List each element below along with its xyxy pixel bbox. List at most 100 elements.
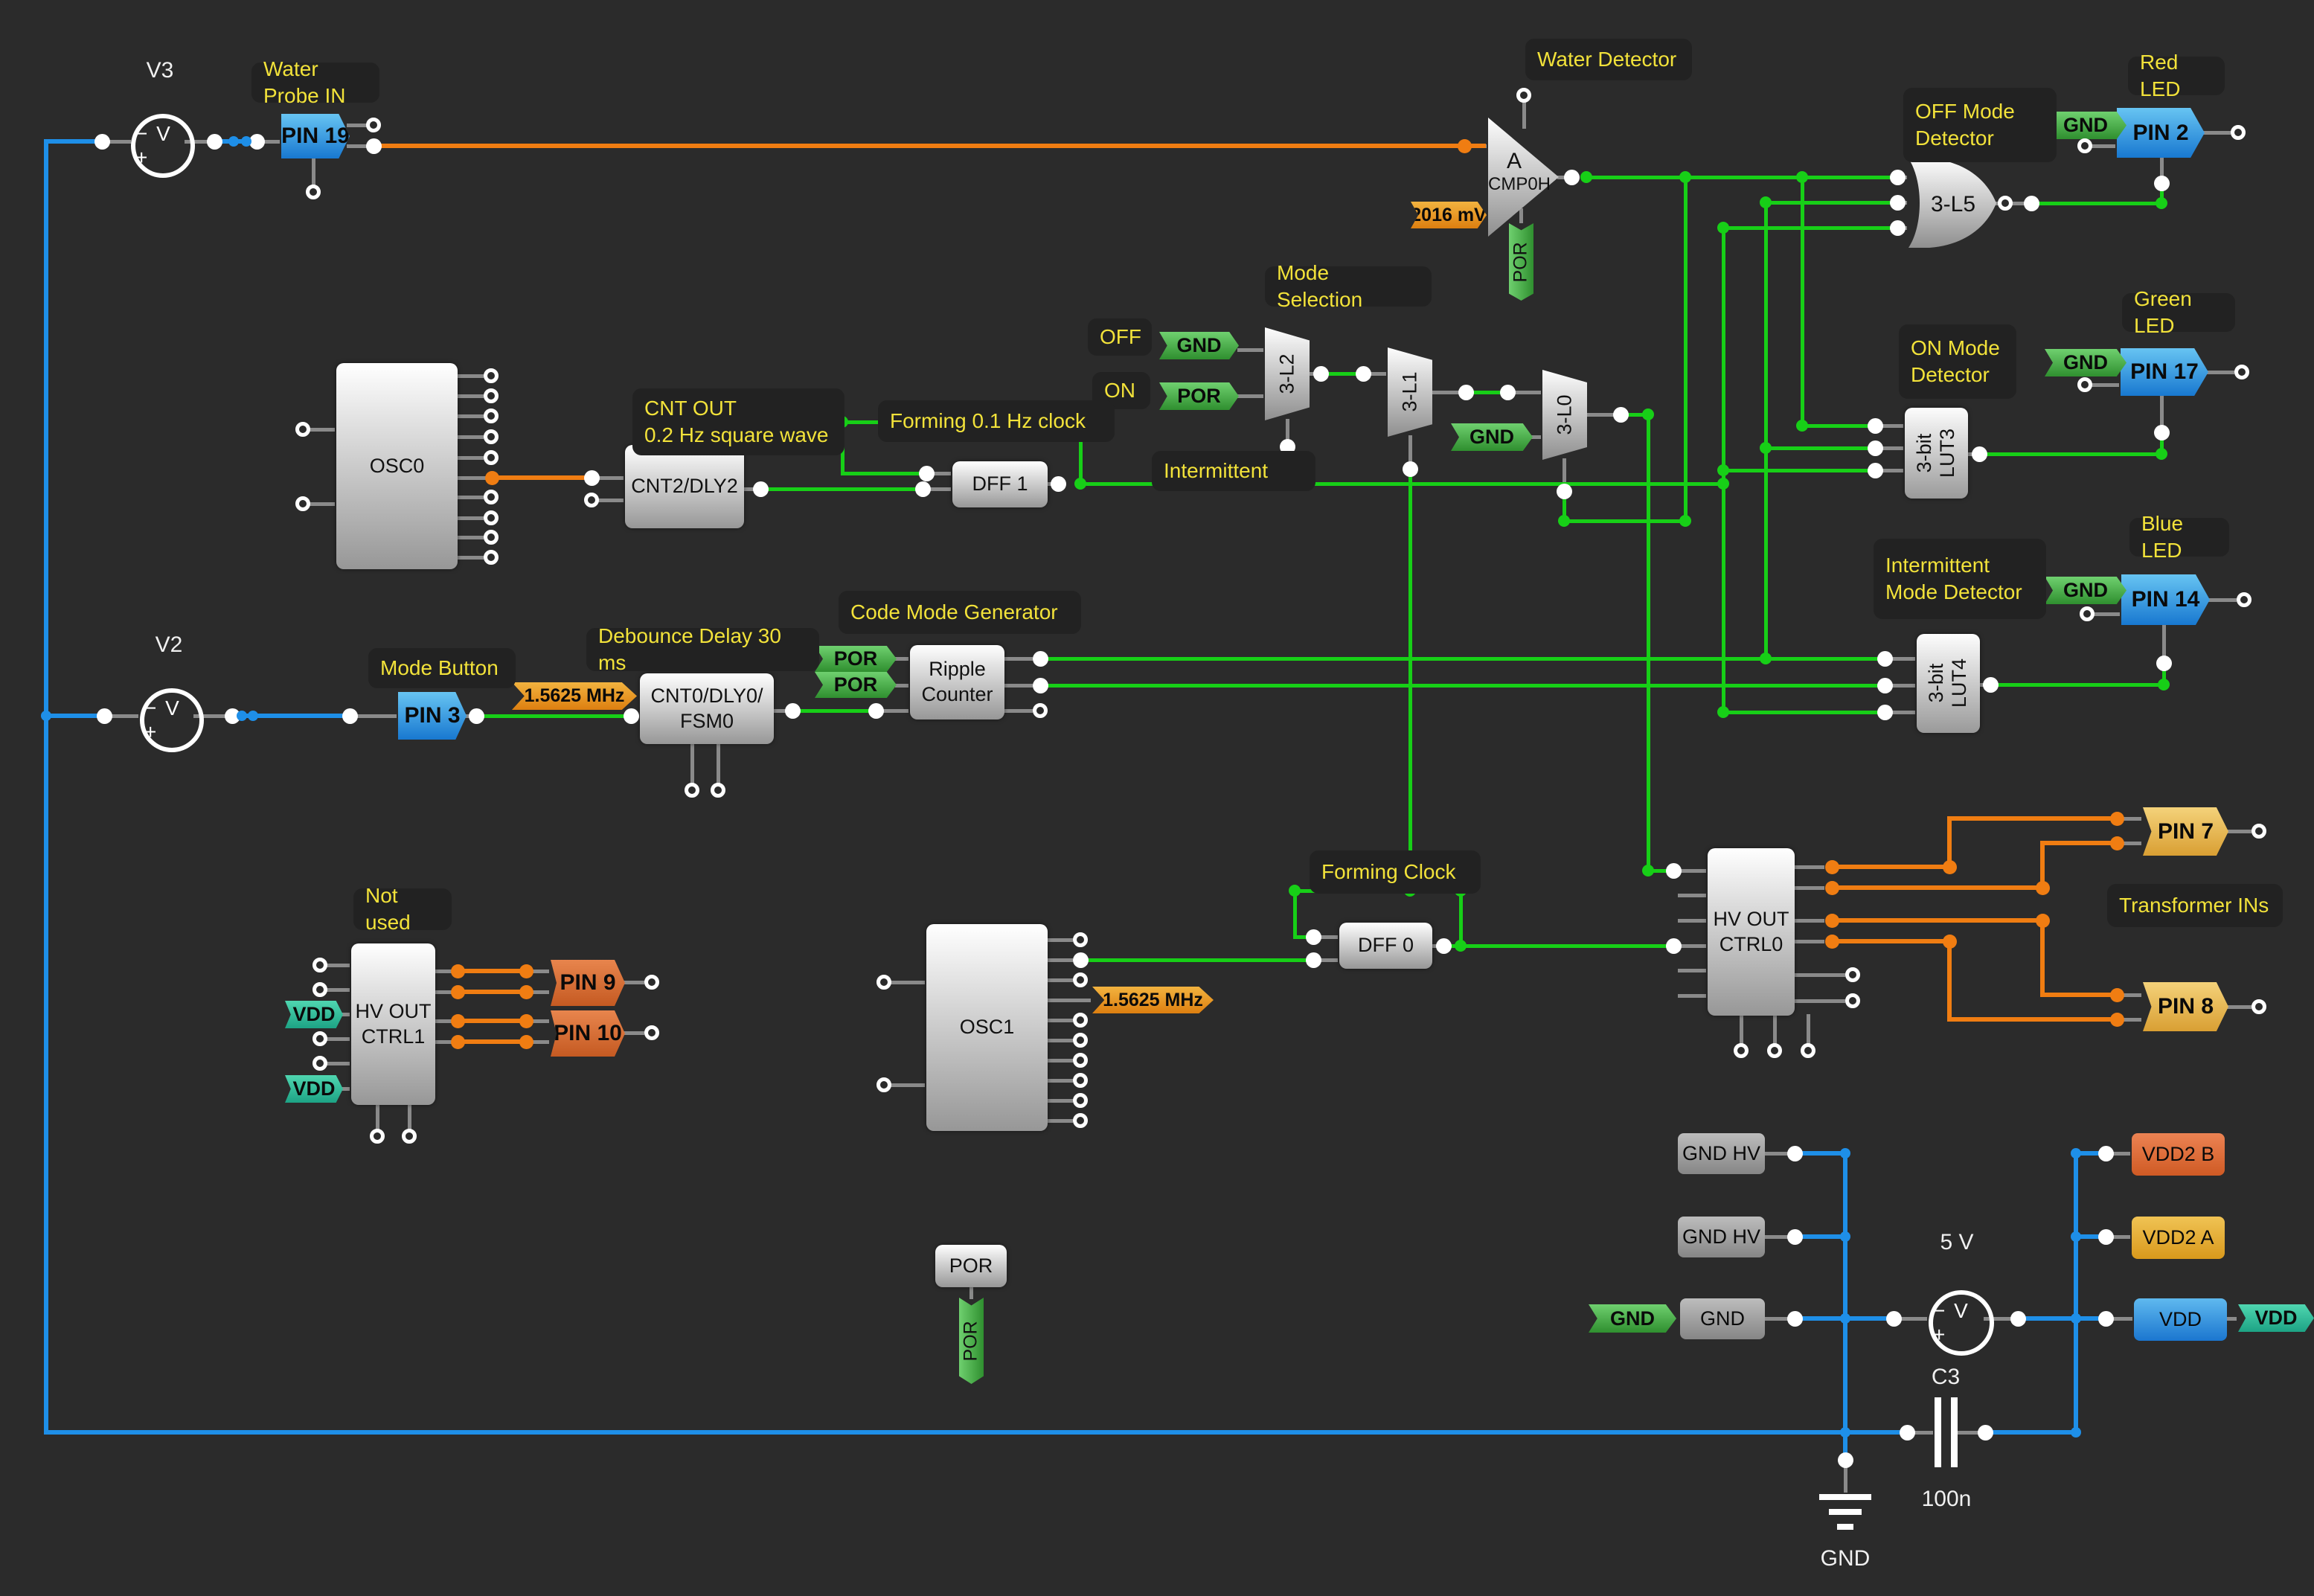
wire[interactable] xyxy=(1763,1316,1793,1321)
wire[interactable] xyxy=(2109,1316,2132,1321)
wire[interactable] xyxy=(1318,371,1362,376)
wire[interactable] xyxy=(2159,394,2164,431)
wire[interactable] xyxy=(324,987,350,992)
wire[interactable] xyxy=(1843,1464,1847,1493)
wire[interactable] xyxy=(1800,423,1874,428)
vdd2b-box[interactable]: VDD2 B xyxy=(2132,1133,2225,1176)
wire[interactable] xyxy=(1237,394,1263,398)
wire[interactable] xyxy=(371,144,1486,148)
wire[interactable] xyxy=(1045,1038,1073,1042)
wire[interactable] xyxy=(1739,1013,1743,1044)
gnd-flag-3l0[interactable]: GND xyxy=(1451,423,1533,451)
wire[interactable] xyxy=(251,139,280,144)
wire[interactable] xyxy=(879,708,908,713)
capacitor-c3[interactable] xyxy=(1935,1397,1941,1467)
por-ribbon-por-block[interactable]: POR xyxy=(959,1298,984,1384)
gnd-box[interactable]: GND xyxy=(1680,1298,1765,1339)
wire[interactable] xyxy=(1677,918,1706,923)
wire[interactable] xyxy=(2040,841,2045,885)
wire[interactable] xyxy=(1618,412,1647,417)
wire[interactable] xyxy=(1646,412,1650,869)
wire[interactable] xyxy=(433,969,456,973)
wire[interactable] xyxy=(1792,1151,1843,1156)
wire[interactable] xyxy=(1792,939,1824,943)
por-ribbon-cmp0h[interactable]: POR xyxy=(1509,223,1533,301)
wire[interactable] xyxy=(1983,1430,2074,1435)
wire[interactable] xyxy=(969,1285,973,1299)
wire[interactable] xyxy=(44,139,100,144)
wire[interactable] xyxy=(1683,175,1688,519)
wire[interactable] xyxy=(894,656,908,661)
wire[interactable] xyxy=(595,498,624,502)
wire[interactable] xyxy=(1237,347,1263,352)
wire[interactable] xyxy=(193,714,228,718)
wire[interactable] xyxy=(1045,998,1091,1002)
wire[interactable] xyxy=(2159,181,2164,202)
wire[interactable] xyxy=(524,1019,549,1023)
wire[interactable] xyxy=(1557,175,1570,179)
wire[interactable] xyxy=(1911,1430,1933,1435)
wire[interactable] xyxy=(1830,918,2040,923)
wire[interactable] xyxy=(2016,1316,2103,1321)
wire[interactable] xyxy=(888,1083,925,1087)
tag-15625mhz-osc1[interactable]: 1.5625 MHz xyxy=(1092,987,1214,1013)
wire[interactable] xyxy=(1562,489,1566,519)
wire[interactable] xyxy=(1873,446,1903,450)
wire[interactable] xyxy=(1955,1430,1984,1435)
wire[interactable] xyxy=(1285,418,1289,445)
wire[interactable] xyxy=(888,980,925,984)
wire[interactable] xyxy=(1078,958,1312,962)
wire[interactable] xyxy=(1677,968,1706,972)
label-intermittent[interactable]: Intermittent xyxy=(1152,451,1315,491)
gnd-hv-box-2[interactable]: GND HV xyxy=(1678,1217,1765,1257)
tag-2016mv[interactable]: 2016 mV xyxy=(1411,202,1487,228)
wire[interactable] xyxy=(1772,1013,1777,1044)
wire[interactable] xyxy=(1045,1058,1073,1063)
block-dff0[interactable]: DFF 0 xyxy=(1339,923,1432,969)
block-cnt0-dly0-fsm0[interactable]: CNT0/DLY0/FSM0 xyxy=(640,673,774,744)
wire[interactable] xyxy=(375,1103,379,1129)
wire[interactable] xyxy=(2159,430,2164,452)
por-flag-ripple1[interactable]: POR xyxy=(815,646,897,672)
wire[interactable] xyxy=(1988,682,2162,687)
wire[interactable] xyxy=(455,969,524,973)
wire[interactable] xyxy=(2074,1151,2078,1430)
pin-3[interactable]: PIN 3 xyxy=(398,692,467,740)
gnd-flag-pin17[interactable]: GND xyxy=(2045,349,2126,376)
wire[interactable] xyxy=(455,1039,524,1044)
wire[interactable] xyxy=(1045,938,1073,942)
wire[interactable] xyxy=(2161,661,2166,683)
earth-ground-icon[interactable] xyxy=(1819,1494,1871,1500)
wire[interactable] xyxy=(1585,412,1619,417)
label-forming-01hz[interactable]: Forming 0.1 Hz clock xyxy=(878,400,1115,442)
wire[interactable] xyxy=(926,487,951,491)
por-flag-ripple2[interactable]: POR xyxy=(815,672,897,698)
wire[interactable] xyxy=(324,963,350,967)
block-dff1[interactable]: DFF 1 xyxy=(952,461,1048,507)
wire[interactable] xyxy=(2121,993,2141,997)
label-not-used[interactable]: Not used xyxy=(353,884,452,934)
wire[interactable] xyxy=(772,708,791,713)
v2-voltage-source[interactable]: − V + xyxy=(140,688,204,752)
wire[interactable] xyxy=(324,1036,350,1041)
wire[interactable] xyxy=(1038,683,1883,688)
wire[interactable] xyxy=(1464,390,1506,394)
wire[interactable] xyxy=(1763,200,1896,205)
label-debounce[interactable]: Debounce Delay 30 ms xyxy=(586,624,819,674)
wire[interactable] xyxy=(524,1039,549,1044)
wire[interactable] xyxy=(1002,708,1033,713)
label-blue-led[interactable]: Blue LED xyxy=(2129,512,2229,562)
wire[interactable] xyxy=(2092,612,2120,616)
vdd-flag-hv1-a[interactable]: VDD xyxy=(285,1001,343,1028)
v5-voltage-source[interactable]: − V + xyxy=(1929,1290,1994,1356)
wire[interactable] xyxy=(1045,958,1073,962)
wire[interactable] xyxy=(1947,939,1952,1017)
wire[interactable] xyxy=(2040,993,2115,997)
